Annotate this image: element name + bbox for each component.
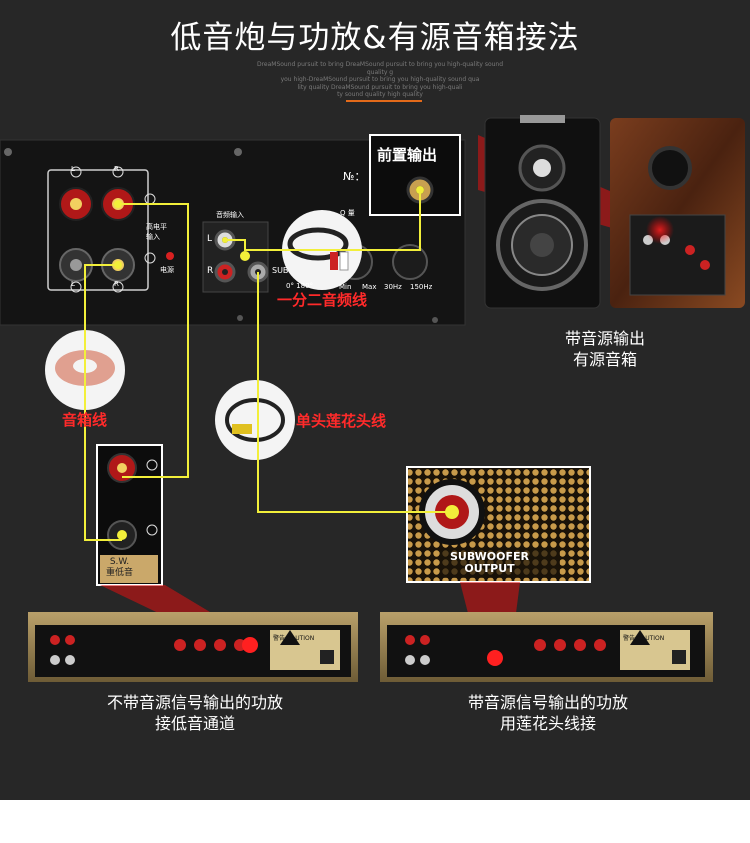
phase-label: 0° 180° <box>286 282 314 290</box>
active-speaker-caption-line-2: 有源音箱 <box>572 350 637 369</box>
freq-high-label: 150Hz <box>410 283 433 291</box>
title-accent-bar <box>346 100 422 102</box>
active-speaker-rear <box>610 118 745 308</box>
white-footer <box>0 800 750 843</box>
active-speaker-front <box>484 115 601 309</box>
speaker-wire-label: 音箱线 <box>62 411 108 429</box>
page-title: 低音炮与功放&有源音箱接法 <box>170 20 580 56</box>
sw-terminal-label: S.W. 重低音 <box>106 557 134 578</box>
amp-no-output-caption-line-2: 接低音通道 <box>154 714 235 733</box>
audio-input-label: 音频输入 <box>216 211 244 219</box>
amp-no-output-caption: 不带音源信号输出的功放 接低音通道 <box>80 692 310 734</box>
amplifier-right <box>380 612 713 682</box>
input-R-label: R <box>207 266 214 276</box>
amp-left-caution: 警告 CAUTION <box>273 635 315 642</box>
splitter-cable-label: 一分二音频线 <box>277 291 368 309</box>
wiring-lines <box>84 190 452 541</box>
active-speaker-caption-line-1: 带音源输出 <box>564 329 645 348</box>
q-label: Q 量 <box>340 209 355 217</box>
tagline-line-3: lity quality DreaMSound pursuit to bring… <box>297 83 463 91</box>
tagline: DreaMSound pursuit to bring DreaMSound p… <box>250 61 510 99</box>
amp-with-output-caption: 带音源信号输出的功放 用莲花头线接 <box>433 692 663 734</box>
amp-with-output-caption-line-1: 带音源信号输出的功放 <box>467 693 628 712</box>
single-rca-cable-photo <box>215 380 295 460</box>
sub-label: SUB <box>272 266 289 275</box>
terminal-L-top-label: L <box>71 165 75 173</box>
amp-no-output-caption-line-1: 不带音源信号输出的功放 <box>106 693 283 712</box>
max-label: Max <box>362 283 377 291</box>
terminal-R-top-label: R <box>114 165 119 173</box>
id-mark: №： <box>343 170 366 183</box>
min-label: Min <box>339 283 352 291</box>
amplifier-left <box>28 612 358 682</box>
terminal-L-bottom-label: L <box>71 280 75 288</box>
subwoofer-output-label: SUBWOOFER OUTPUT <box>450 550 529 575</box>
high-level-input-label: 高电平 输入 <box>146 223 167 241</box>
tagline-line-4: ty sound quality high quality <box>337 91 423 98</box>
amp-with-output-caption-line-2: 用莲花头线接 <box>499 714 596 733</box>
amp-right-caution: 警告 CAUTION <box>623 635 665 642</box>
terminal-R-bottom-label: R <box>114 280 119 288</box>
single-rca-cable-label: 单头莲花头线 <box>296 412 387 430</box>
power-label: 电源 <box>160 266 174 274</box>
freq-low-label: 30Hz <box>384 283 402 291</box>
input-L-label: L <box>207 234 213 244</box>
wire-endpoints <box>114 186 424 269</box>
preamp-output-inset <box>369 134 461 216</box>
tagline-line-2: you high-DreaMSound pursuit to bring you… <box>280 76 480 83</box>
tagline-line-1: DreaMSound pursuit to bring DreaMSound p… <box>256 61 504 76</box>
subwoofer-output-inset <box>406 466 591 583</box>
active-speaker-caption: 带音源输出 有源音箱 <box>540 328 670 370</box>
preamp-output-label: 前置输出 <box>377 146 438 164</box>
